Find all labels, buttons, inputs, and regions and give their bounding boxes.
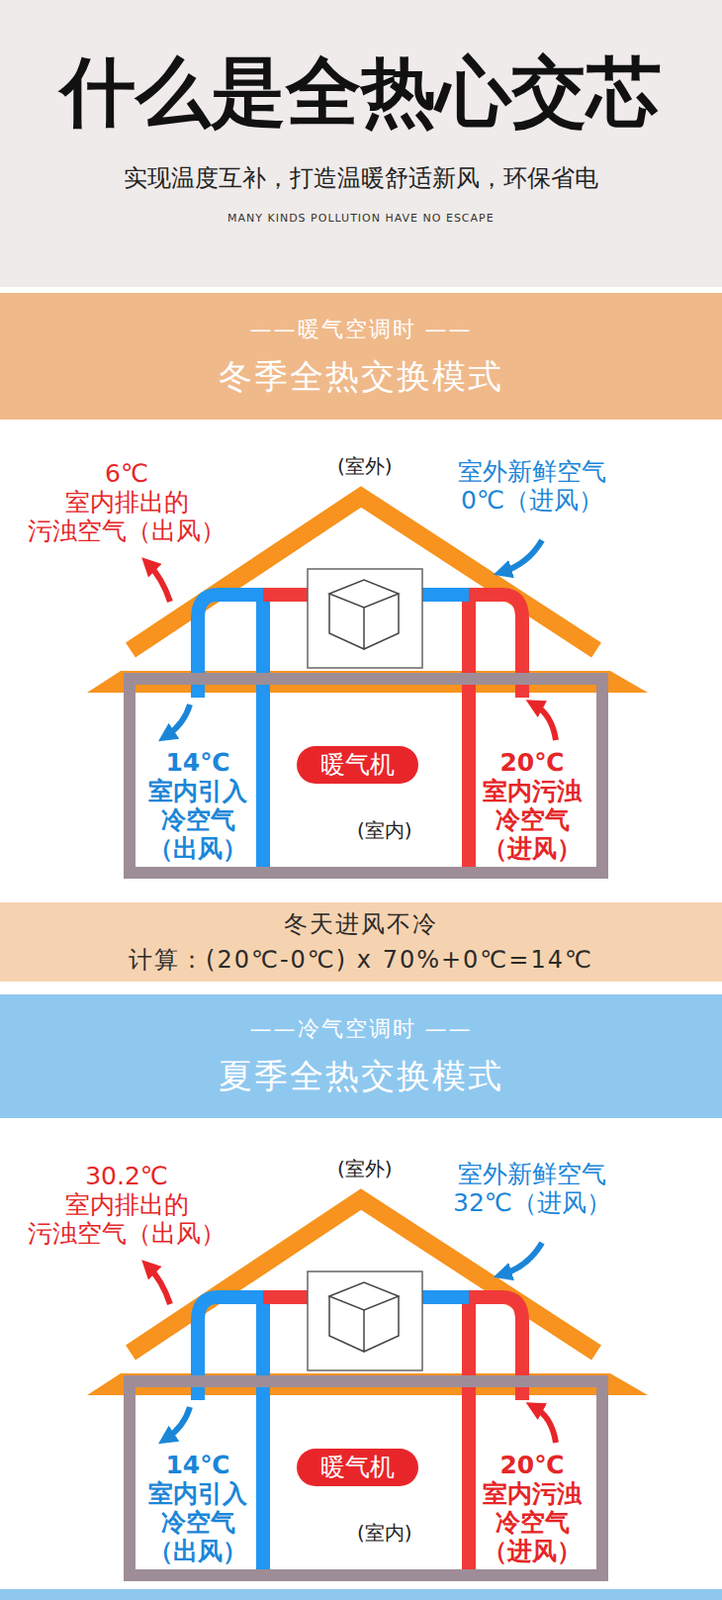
heater-label: 暖气机 <box>320 1451 395 1481</box>
text-line: （出风） <box>148 1535 248 1565</box>
band-heading: 计算：(20℃-0℃) x 70%+0℃=14℃ <box>128 944 594 975</box>
text-line: （进风） <box>482 1535 582 1565</box>
summer-house <box>87 1198 648 1575</box>
callout-text: 室外新鲜空气 32℃（进风） <box>452 1159 612 1217</box>
heater-pill: 暖气机 <box>296 745 419 784</box>
text-line: 污浊空气（出风） <box>27 1218 226 1248</box>
text-line: 冷空气 <box>482 1507 582 1536</box>
heater-label: 暖气机 <box>320 749 395 779</box>
caption-text: 实现温度互补，打造温暖舒适新风，环保省电 <box>123 164 599 192</box>
text-line: 30.2℃ <box>27 1161 226 1190</box>
room-label: (室内) <box>357 1520 413 1544</box>
band-subtitle: 冬天进风不冷 <box>283 908 439 939</box>
text-line: 冷空气 <box>148 1507 248 1536</box>
band-subtitle: ——暖气空调时 —— <box>250 315 473 344</box>
header-ground <box>0 0 722 287</box>
callout-text: 室外新鲜空气 0℃（进风） <box>457 456 607 515</box>
text-line: 污浊空气（出风） <box>27 516 226 545</box>
text-line: 室内引入 <box>148 776 248 806</box>
text-line: 室外新鲜空气 <box>452 1159 612 1188</box>
caption-text: MANY KINDS POLLUTION HAVE NO ESCAPE <box>227 211 495 225</box>
heater-pill: 暖气机 <box>296 1447 419 1486</box>
text-line: 14℃ <box>148 1449 248 1479</box>
text-line: 冷空气 <box>148 805 248 834</box>
callout-text: 20℃ 室内污浊 冷空气 （进风） <box>482 1449 582 1565</box>
footer-strip <box>0 1588 722 1600</box>
text-line: （进风） <box>482 833 582 863</box>
callout-text: 30.2℃ 室内排出的 污浊空气（出风） <box>27 1161 226 1248</box>
text-line: 20℃ <box>482 747 582 777</box>
band-panel: ——暖气空调时 —— 冬季全热交换模式 <box>0 292 722 420</box>
callout-text: 14℃ 室内引入 冷空气 （出风） <box>148 1449 248 1565</box>
text-line: 14℃ <box>148 747 248 777</box>
band-heading: 夏季全热交换模式 <box>218 1054 504 1097</box>
text-line: 室内污浊 <box>482 1478 582 1508</box>
band-panel: 冬天进风不冷计算：(20℃-0℃) x 70%+0℃=14℃ <box>0 902 722 982</box>
caption-text: (室外) <box>337 1157 393 1180</box>
callout-text: 20℃ 室内污浊 冷空气 （进风） <box>482 747 582 863</box>
band-panel: ——冷气空调时 —— 夏季全热交换模式 <box>0 993 722 1118</box>
text-line: （出风） <box>148 833 248 863</box>
page-title: 什么是全热心交芯 <box>60 49 662 135</box>
callout-text: 6℃ 室内排出的 污浊空气（出风） <box>27 458 226 545</box>
caption-text: (室外) <box>337 454 393 478</box>
text-line: 32℃（进风） <box>452 1187 612 1217</box>
text-line: 室外新鲜空气 <box>457 456 607 486</box>
text-line: 室内引入 <box>148 1478 248 1508</box>
winter-house <box>87 496 648 873</box>
room-label: (室内) <box>357 817 413 842</box>
callout-text: 14℃ 室内引入 冷空气 （出风） <box>148 747 248 863</box>
text-line: 20℃ <box>482 1449 582 1479</box>
text-line: 0℃（进风） <box>457 485 607 515</box>
band-heading: 冬季全热交换模式 <box>218 355 504 398</box>
text-line: 室内排出的 <box>27 1189 226 1219</box>
text-line: 冷空气 <box>482 805 582 834</box>
band-subtitle: ——冷气空调时 —— <box>250 1014 473 1043</box>
text-line: 室内排出的 <box>27 487 226 517</box>
text-line: 室内污浊 <box>482 776 582 806</box>
text-line: 6℃ <box>27 458 226 488</box>
